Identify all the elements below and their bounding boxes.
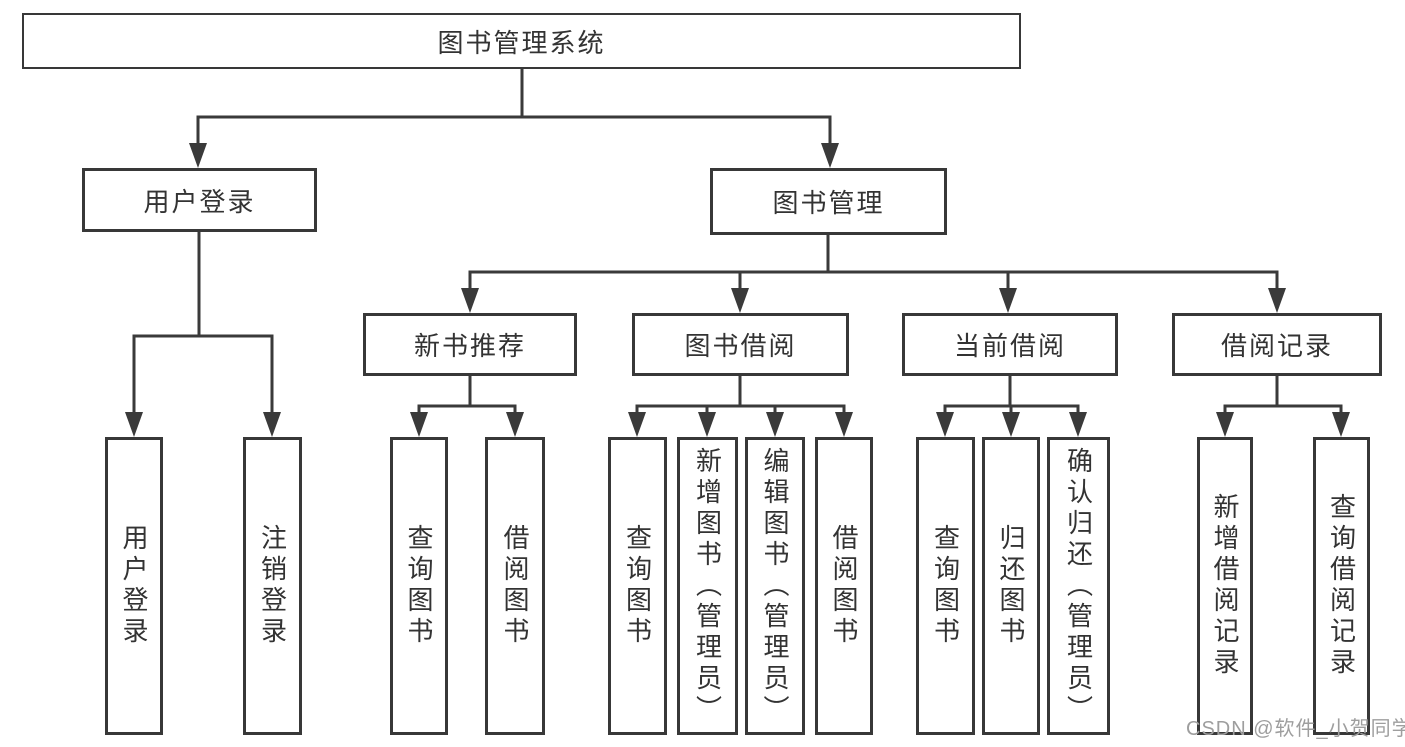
leaf-confirm-return-admin: 确认归还（管理员） (1047, 437, 1110, 735)
leaf-return-books: 归还图书 (982, 437, 1040, 735)
leaf-query-books-current: 查询图书 (916, 437, 975, 735)
leaf-query-books-recommend: 查询图书 (390, 437, 448, 735)
node-book-management: 图书管理 (710, 168, 947, 235)
node-new-book-recommend: 新书推荐 (363, 313, 577, 376)
node-user-login: 用户登录 (82, 168, 317, 232)
csdn-watermark: CSDN @软件_小贺同学 (1186, 718, 1405, 740)
leaf-add-borrow-record: 新增借阅记录 (1197, 437, 1253, 735)
leaf-query-borrow-record: 查询借阅记录 (1313, 437, 1370, 735)
node-borrowing-records: 借阅记录 (1172, 313, 1382, 376)
leaf-edit-book-admin: 编辑图书（管理员） (745, 437, 805, 735)
node-book-borrowing: 图书借阅 (632, 313, 849, 376)
node-root-system: 图书管理系统 (22, 13, 1021, 69)
node-current-borrowing: 当前借阅 (902, 313, 1118, 376)
leaf-logout: 注销登录 (243, 437, 302, 735)
leaf-add-book-admin: 新增图书（管理员） (677, 437, 738, 735)
leaf-query-books-borrowing: 查询图书 (608, 437, 667, 735)
leaf-borrow-books: 借阅图书 (815, 437, 873, 735)
leaf-user-login: 用户登录 (105, 437, 163, 735)
leaf-borrow-books-recommend: 借阅图书 (485, 437, 545, 735)
